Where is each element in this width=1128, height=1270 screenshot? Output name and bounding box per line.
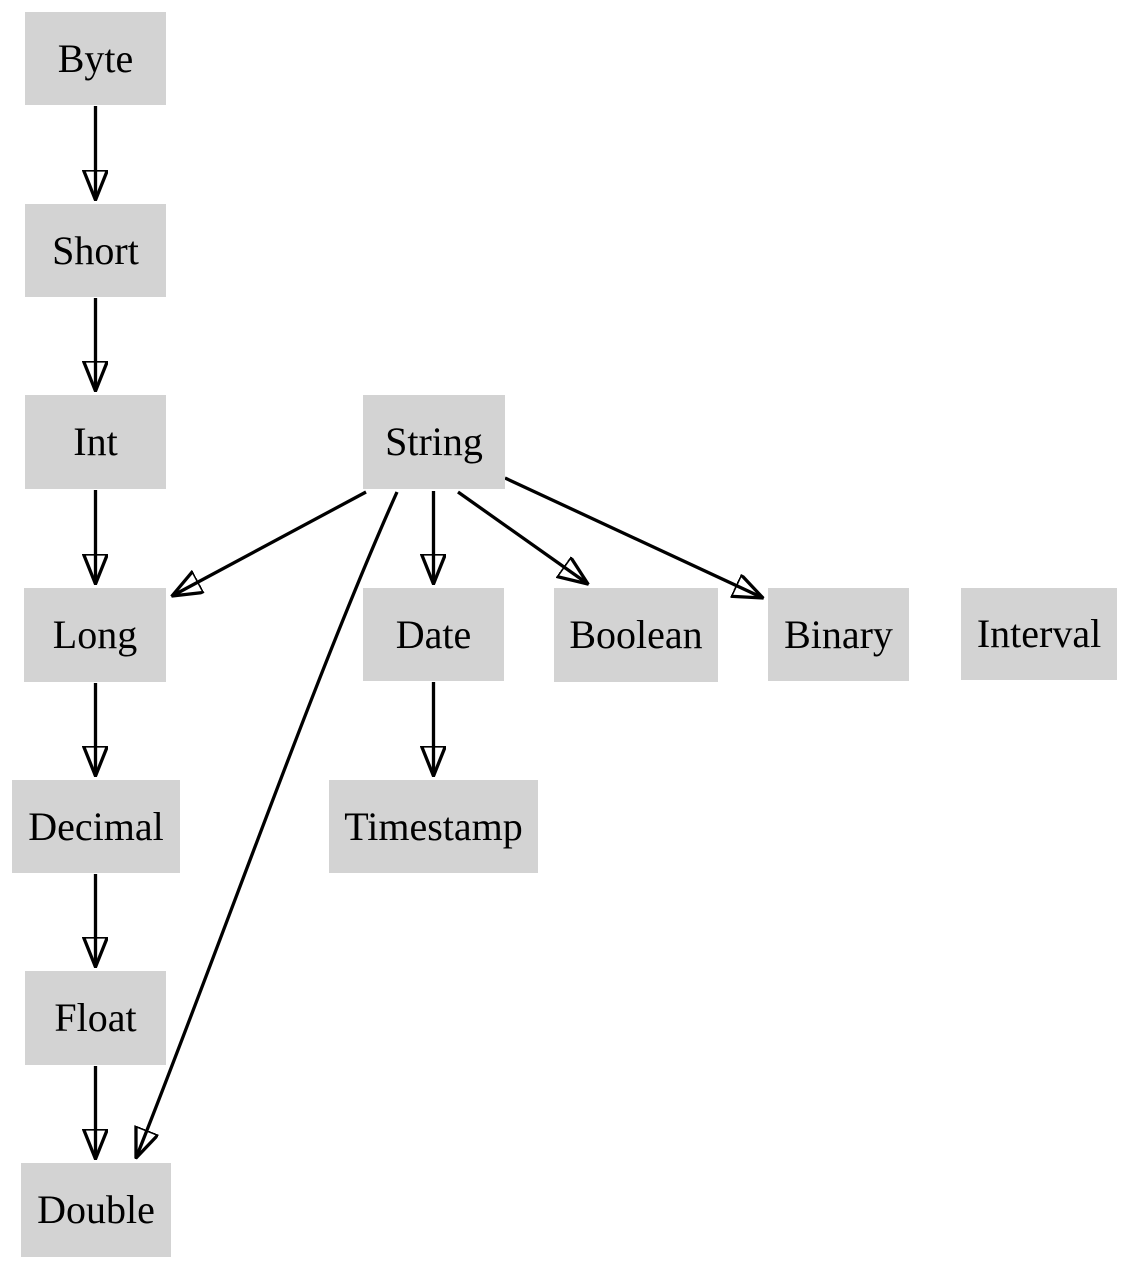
node-int-label: Int (73, 419, 118, 464)
node-float: Float (25, 971, 166, 1065)
edge-string-long (172, 490, 367, 596)
node-short: Short (25, 204, 166, 297)
node-long: Long (24, 588, 166, 682)
node-byte-label: Byte (57, 35, 134, 81)
node-timestamp: Timestamp (329, 780, 538, 873)
edge-string-binary (504, 476, 763, 598)
node-string: String (363, 395, 505, 489)
node-string-label: String (385, 419, 483, 464)
node-date-label: Date (395, 611, 472, 657)
node-short-label: Short (52, 227, 139, 273)
node-date: Date (363, 588, 504, 681)
node-long-label: Long (52, 612, 138, 657)
node-binary: Binary (768, 588, 909, 681)
node-double-label: Double (37, 1187, 155, 1232)
node-boolean-label: Boolean (569, 612, 703, 657)
node-binary-label: Binary (784, 611, 893, 657)
node-boolean: Boolean (554, 588, 718, 682)
node-timestamp-label: Timestamp (344, 803, 523, 849)
node-int: Int (25, 395, 166, 489)
node-float-label: Float (54, 995, 137, 1040)
node-byte: Byte (25, 12, 166, 105)
edge-string-boolean (457, 490, 588, 584)
node-double: Double (21, 1163, 171, 1257)
node-decimal-label: Decimal (28, 803, 164, 849)
node-decimal: Decimal (12, 780, 180, 873)
node-interval: Interval (961, 588, 1117, 680)
node-interval-label: Interval (976, 611, 1102, 656)
